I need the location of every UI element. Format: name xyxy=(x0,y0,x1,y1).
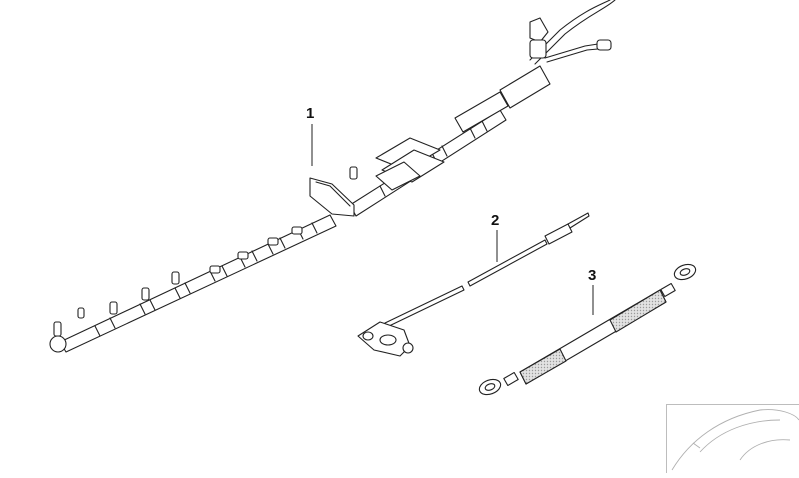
vehicle-thumbnail-car-icon xyxy=(671,409,799,471)
ground-strap-part-3[interactable] xyxy=(477,262,697,398)
vehicle-overview-thumbnail xyxy=(666,404,799,473)
callout-2[interactable]: 2 xyxy=(491,212,500,229)
leader-lines xyxy=(311,124,594,315)
battery-cable-part-2[interactable] xyxy=(357,212,590,357)
wiring-harness-part-1[interactable] xyxy=(49,0,616,353)
callout-3[interactable]: 3 xyxy=(588,267,597,284)
callout-1[interactable]: 1 xyxy=(306,105,315,122)
